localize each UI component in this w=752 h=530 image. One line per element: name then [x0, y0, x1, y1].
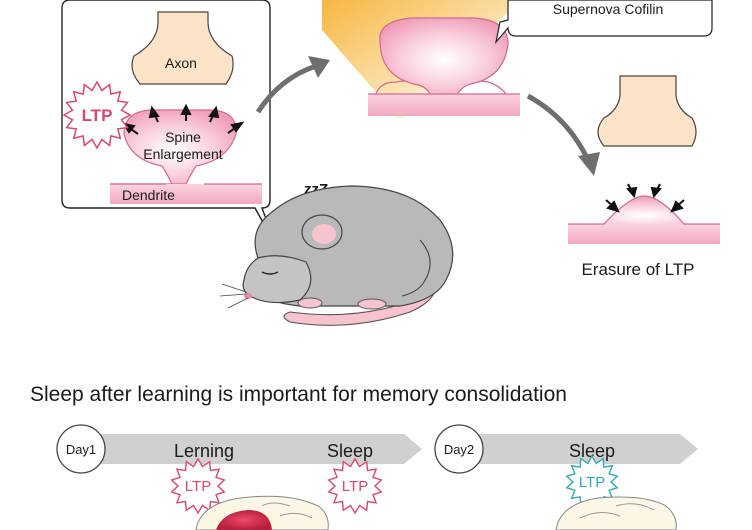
arrow-up-icon — [148, 105, 160, 119]
arrow-up-icon — [180, 103, 192, 115]
erased-synapse: Erasure of LTP — [568, 75, 720, 279]
ltp-badge-day1-learning: LTP — [170, 457, 226, 515]
brain-active-region — [216, 510, 272, 530]
arrow-down-icon — [578, 152, 600, 176]
arrow-down-icon — [626, 186, 638, 199]
day2-sleep-label: Sleep — [569, 441, 615, 461]
day2-badge: Day2 — [444, 442, 474, 457]
ltp-badge-day1-sleep: LTP — [327, 457, 383, 515]
whiskers — [219, 283, 249, 309]
enlarged-spine — [110, 109, 237, 185]
ltp-label: LTP — [185, 478, 211, 495]
ltp-label: LTP — [342, 478, 368, 495]
arrow-down-icon — [650, 186, 662, 199]
shrunk-spine — [568, 195, 720, 225]
day1-learning-label: Lerning — [174, 441, 234, 461]
day1-badge-circle — [56, 424, 106, 474]
mouse-ear-inner — [312, 224, 336, 244]
mouse-head — [242, 255, 312, 304]
starburst-icon — [62, 80, 132, 150]
ltp-label: LTP — [82, 106, 113, 125]
timeline-day1-arrow — [84, 434, 422, 464]
central-spine — [379, 17, 509, 95]
axon-terminal-right — [597, 75, 697, 147]
ltp-badge-top: LTP — [62, 80, 132, 150]
spine-label-line1: Spine — [165, 129, 201, 145]
spine-label-line2: Enlargement — [143, 146, 222, 162]
flow-arrow-down — [526, 93, 600, 176]
sleeping-mouse: zzZ — [219, 181, 454, 326]
mouse-nose — [244, 293, 252, 299]
axon-label: Axon — [165, 55, 197, 71]
arrow-right-icon — [308, 56, 330, 78]
cofilin-label: Supernova Cofilin — [553, 1, 664, 17]
dendrite-label: Dendrite — [122, 187, 175, 203]
cofilin-bubble — [494, 0, 713, 45]
timeline: Day1 Lerning Sleep Day2 Sleep LTP LTP LT… — [56, 424, 698, 530]
starburst-icon — [170, 457, 226, 515]
axon-terminal — [131, 11, 234, 85]
mouse-hind-paw — [357, 298, 387, 310]
day2-badge-circle — [434, 424, 484, 474]
figure-caption: Sleep after learning is important for me… — [30, 383, 567, 406]
synapse-callout: Axon Dendrite Spine Enlargement LTP — [61, 0, 277, 247]
mouse-front-paw — [297, 297, 323, 309]
dendrite-right — [568, 224, 720, 244]
day1-badge: Day1 — [66, 442, 96, 457]
arrow-down-left-icon — [670, 200, 684, 213]
central-dendrite — [368, 94, 520, 116]
flow-arrow-up — [255, 56, 330, 114]
cofilin-callout: Supernova Cofilin — [494, 0, 713, 45]
arrow-down-right-icon — [606, 200, 620, 213]
closed-eye-icon — [261, 271, 279, 275]
day1-sleep-label: Sleep — [327, 441, 373, 461]
brain-illustration-day1 — [195, 495, 329, 530]
brain-illustration-day2 — [555, 496, 677, 530]
optogenetic-synapse — [322, 0, 520, 120]
shrink-arrows — [605, 183, 685, 213]
dendrite-shaft — [110, 184, 262, 204]
starburst-icon — [327, 457, 383, 515]
arrow-up-icon — [208, 105, 220, 119]
ltp-label: LTP — [579, 474, 605, 491]
arrow-up-right-icon — [230, 121, 245, 133]
erasure-label: Erasure of LTP — [581, 260, 694, 279]
timeline-day2-arrow — [462, 434, 698, 464]
